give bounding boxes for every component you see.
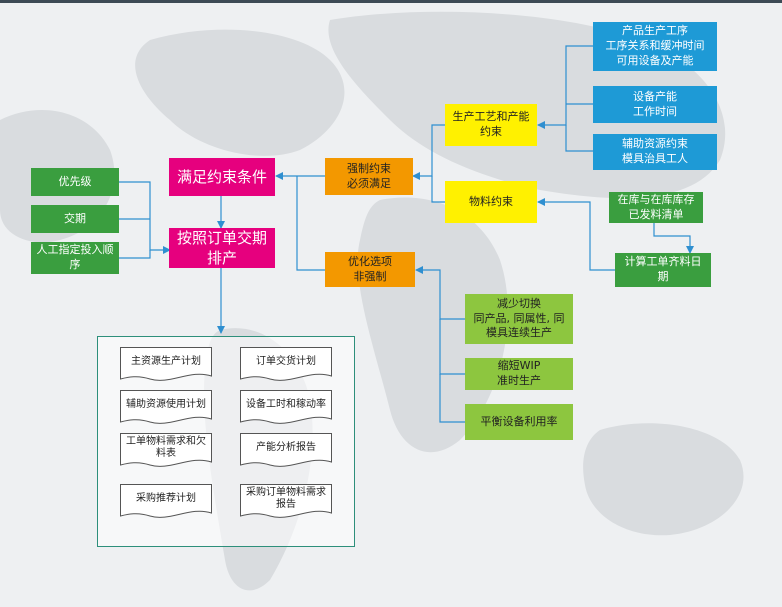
output-label: 设备工时和稼动率 [246, 398, 326, 410]
output-doc: 采购订单物料需求 报告 [240, 484, 332, 520]
node-satisfy-constraints: 满足约束条件 [169, 158, 275, 196]
node-hard-constraints: 强制约束 必须满足 [325, 158, 413, 195]
node-reduce-changeover: 减少切换 同产品, 同属性, 同 模具连续生产 [465, 294, 573, 344]
output-label: 采购订单物料需求 报告 [246, 486, 326, 511]
connector-material-to-hard [431, 176, 445, 203]
node-priority: 优先级 [31, 168, 119, 196]
node-manual-order: 人工指定投入顺 序 [31, 242, 119, 274]
connector-manual-to-schedule [119, 250, 151, 259]
connectors [119, 45, 694, 423]
document-shape [120, 484, 212, 518]
connector-product-to-process [537, 45, 593, 129]
connector-changeover-to-optimization [415, 266, 465, 320]
document-shape [120, 347, 212, 381]
node-schedule-by-due-date: 按照订单交期 排产 [169, 228, 275, 268]
connector-balance-to-optimization [439, 374, 465, 423]
output-doc: 采购推荐计划 [120, 484, 212, 520]
connector-calc-to-material [537, 198, 615, 271]
output-label: 工单物料需求和欠 料表 [126, 435, 206, 460]
top-border [0, 0, 782, 3]
node-optimization-options: 优化选项 非强制 [325, 252, 415, 287]
node-due-date: 交期 [31, 205, 119, 233]
connector-aux-to-process [565, 125, 593, 152]
node-material-constraint: 物料约束 [445, 181, 537, 223]
node-calc-material-date: 计算工单齐料日 期 [615, 253, 711, 287]
node-product-process: 产品生产工序 工序关系和缓冲时间 可用设备及产能 [593, 22, 717, 71]
node-aux-resources: 辅助资源约束 模具治具工人 [593, 134, 717, 170]
document-shape [240, 484, 332, 518]
node-balance-utilization: 平衡设备利用率 [465, 404, 573, 440]
node-equipment-capacity: 设备产能 工作时间 [593, 86, 717, 123]
output-doc: 设备工时和稼动率 [240, 390, 332, 426]
output-doc: 订单交货计划 [240, 347, 332, 383]
output-label: 辅助资源使用计划 [126, 398, 206, 410]
output-label: 订单交货计划 [256, 355, 316, 367]
output-doc: 产能分析报告 [240, 433, 332, 469]
output-doc: 辅助资源使用计划 [120, 390, 212, 426]
node-inventory: 在库与在库库存 已发料清单 [609, 192, 703, 223]
output-label: 主资源生产计划 [131, 355, 201, 367]
node-process-capacity-constraint: 生产工艺和产能 约束 [445, 104, 537, 146]
document-shape [240, 433, 332, 467]
document-shape [240, 390, 332, 424]
document-shape [120, 433, 212, 467]
output-doc: 工单物料需求和欠 料表 [120, 433, 212, 469]
connector-priority-to-schedule [119, 181, 171, 254]
node-reduce-wip: 缩短WIP 准时生产 [465, 358, 573, 390]
connector-optimization-to-satisfy [296, 176, 325, 271]
output-label: 产能分析报告 [256, 441, 316, 453]
output-doc: 主资源生产计划 [120, 347, 212, 383]
connector-process-to-hard [412, 124, 445, 180]
output-label: 采购推荐计划 [136, 492, 196, 504]
document-shape [120, 390, 212, 424]
document-shape [240, 347, 332, 381]
connector-inventory-to-calc [653, 223, 694, 254]
